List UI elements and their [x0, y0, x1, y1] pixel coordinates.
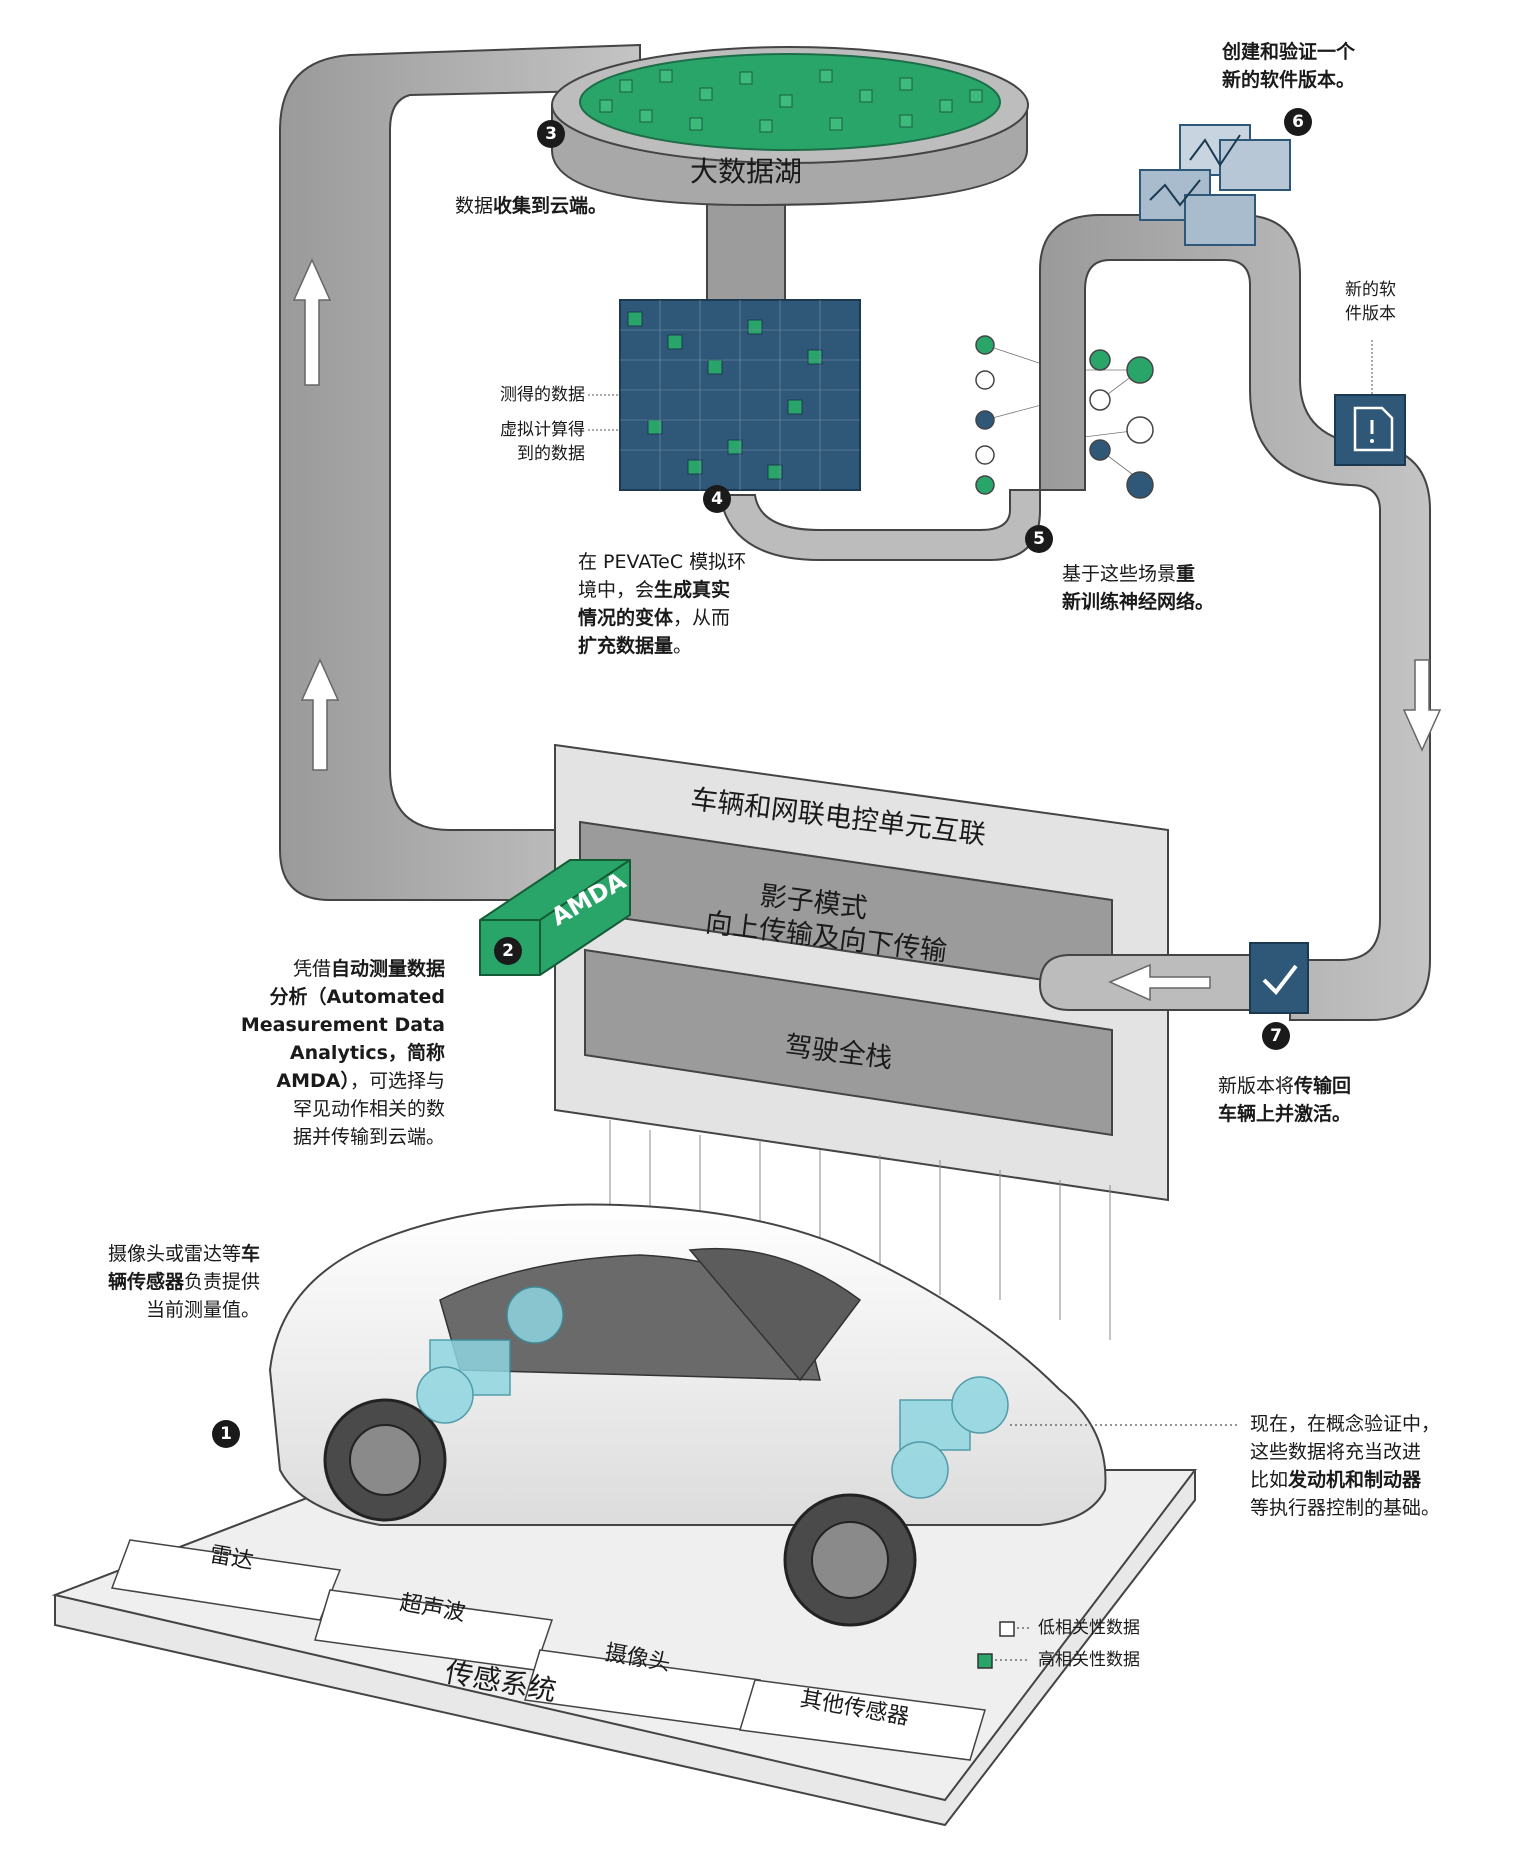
measured-label: 测得的数据	[500, 385, 585, 405]
transfer-line2: 车辆上并激活。	[1218, 1100, 1351, 1128]
sensor-callout: 摄像头或雷达等车 辆传感器负责提供 当前测量值。	[40, 1240, 260, 1324]
create-line1: 创建和验证一个	[1222, 41, 1356, 63]
step-7-badge: 7	[1262, 1022, 1290, 1050]
amda-line1: 凭借自动测量数据	[225, 955, 445, 983]
retrain-line2: 新训练神经网络。	[1062, 588, 1214, 616]
amda-line5b: ，可选择与	[349, 1070, 445, 1092]
ecu-panel	[554, 743, 1169, 1202]
legend-low-label: 低相关性数据	[1038, 1618, 1140, 1638]
collect-callout: 数据收集到云端。	[455, 192, 607, 220]
retrain-line1b: 重	[1176, 563, 1196, 585]
down-arrow	[1402, 659, 1442, 752]
sensor-line1: 摄像头或雷达等车	[40, 1240, 260, 1268]
leader-lines	[990, 1424, 1240, 1661]
amda-line5a: AMDA）	[276, 1070, 350, 1092]
lake-title: 大数据湖	[690, 155, 803, 188]
amda-line5: AMDA），可选择与	[225, 1067, 445, 1095]
amda-line2: 分析（Automated	[225, 983, 445, 1011]
transfer-line2-text: 车辆上并激活。	[1218, 1103, 1352, 1125]
virtual-label-1: 虚拟计算得	[500, 420, 585, 440]
transfer-callout: 新版本将传输回 车辆上并激活。	[1218, 1072, 1351, 1128]
download-belt	[1039, 214, 1431, 1021]
create-line2: 新的软件版本。	[1222, 69, 1356, 91]
data-lake	[551, 46, 1029, 306]
sensor-line1a: 摄像头或雷达等	[107, 1243, 241, 1265]
pevatec-line2a: 境中，会	[578, 579, 655, 601]
legend-low-swatch	[999, 1621, 1015, 1637]
poc-line2: 这些数据将充当改进	[1250, 1441, 1422, 1463]
amda-line3: Measurement Data	[225, 1011, 445, 1039]
sensor-line2: 辆传感器负责提供	[40, 1268, 260, 1296]
data-cube-block	[588, 299, 861, 491]
legend-high-swatch	[977, 1653, 993, 1669]
new-software-line2: 件版本	[1345, 304, 1396, 324]
collect-text-b: 收集到云端。	[493, 195, 608, 217]
poc-callout: 现在，在概念验证中， 这些数据将充当改进 比如发动机和制动器 等执行器控制的基础…	[1250, 1410, 1440, 1522]
collect-text-a: 数据	[455, 195, 494, 217]
pevatec-line4a: 扩充数据量	[578, 635, 674, 657]
activate-check-icon	[1249, 942, 1309, 1014]
sensor-line1b: 车	[240, 1243, 260, 1265]
amda-line4: Analytics，简称	[225, 1039, 445, 1067]
new-software-line1: 新的软	[1345, 280, 1396, 300]
step-1-badge: 1	[212, 1420, 240, 1448]
step-3-badge: 3	[537, 120, 565, 148]
poc-line3a: 比如	[1250, 1469, 1289, 1491]
up-arrows	[292, 258, 340, 771]
upload-belt	[279, 43, 641, 901]
pevatec-line2b: 生成真实	[654, 579, 731, 601]
step-2-badge: 2	[494, 937, 522, 965]
amda-line1b: 自动测量数据	[330, 958, 445, 980]
create-callout: 创建和验证一个 新的软件版本。	[1222, 38, 1355, 94]
virtual-label-2: 到的数据	[517, 444, 585, 464]
pevatec-line3a: 情况的变体	[578, 607, 674, 629]
transfer-line1a: 新版本将	[1218, 1075, 1295, 1097]
amda-line1a: 凭借	[292, 958, 331, 980]
retrain-line1: 基于这些场景重	[1062, 560, 1214, 588]
sensor-line3: 当前测量值。	[145, 1299, 260, 1321]
pevatec-line4: 扩充数据量。	[578, 632, 818, 660]
poc-line3: 比如发动机和制动器	[1250, 1466, 1440, 1494]
step-5-badge: 5	[1025, 525, 1053, 553]
step-6-badge: 6	[1284, 108, 1312, 136]
step-4-badge: 4	[703, 485, 731, 513]
poc-line4: 等执行器控制的基础。	[1250, 1497, 1441, 1519]
pevatec-line3: 情况的变体，从而	[578, 604, 818, 632]
left-arrow	[1108, 963, 1211, 1002]
amda-line6: 罕见动作相关的数	[292, 1098, 445, 1120]
sensor-line2b: 负责提供	[183, 1271, 260, 1293]
retrain-line2-text: 新训练神经网络。	[1062, 591, 1215, 613]
retrain-line1a: 基于这些场景	[1062, 563, 1177, 585]
amda-callout: 凭借自动测量数据 分析（Automated Measurement Data A…	[225, 955, 445, 1151]
amda-line7: 据并传输到云端。	[292, 1126, 445, 1148]
poc-line3b: 发动机和制动器	[1288, 1469, 1422, 1491]
pevatec-line3b: ，从而	[673, 607, 731, 629]
pevatec-line2: 境中，会生成真实	[578, 576, 818, 604]
transfer-line1b: 传输回	[1294, 1075, 1352, 1097]
pevatec-line4b: 。	[673, 635, 693, 657]
amda-line2-text: 分析（Automated	[269, 986, 445, 1008]
legend-high-label: 高相关性数据	[1038, 1650, 1140, 1670]
retrain-callout: 基于这些场景重 新训练神经网络。	[1062, 560, 1214, 616]
pevatec-callout: 在 PEVATeC 模拟环 境中，会生成真实 情况的变体，从而 扩充数据量。	[578, 548, 818, 660]
training-belt	[718, 489, 1041, 561]
poc-line1: 现在，在概念验证中，	[1250, 1413, 1441, 1435]
car	[268, 1203, 1107, 1627]
transfer-line1: 新版本将传输回	[1218, 1072, 1351, 1100]
amda-line3-text: Measurement Data	[240, 1014, 445, 1036]
new-software-document-icon	[1334, 340, 1406, 466]
new-software-label: 新的软 件版本	[1345, 278, 1396, 326]
software-version-screens	[1139, 124, 1291, 246]
sensor-line2a: 辆传感器	[107, 1271, 184, 1293]
pevatec-line1: 在 PEVATeC 模拟环	[578, 551, 747, 573]
amda-line4-text: Analytics，简称	[289, 1042, 445, 1064]
